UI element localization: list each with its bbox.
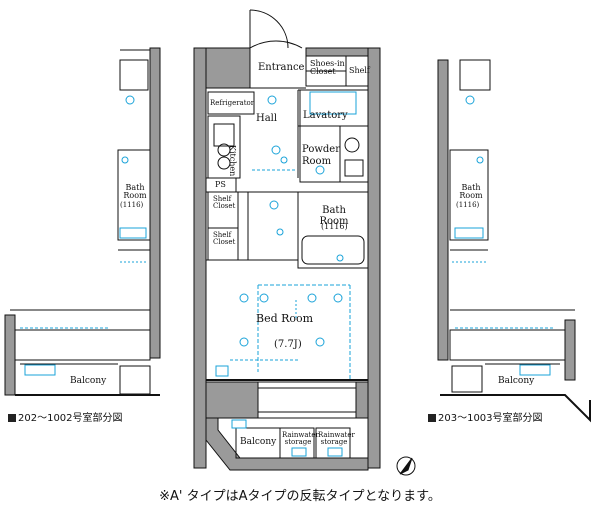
- left-partial-plan: [4, 47, 161, 396]
- shoes-in-closet-label: Shoes-in Closet: [310, 59, 345, 76]
- storage-label-1: Rainwater storage: [282, 431, 319, 446]
- right-bath-room-label: Bath Room: [459, 183, 483, 200]
- compass: [396, 456, 416, 476]
- main-plan-lines: [205, 9, 369, 459]
- balcony-label: Balcony: [240, 437, 277, 447]
- left-partial-caption: 202～1002号室部分図: [8, 409, 123, 424]
- storage-label-2: Rainwater storage: [318, 431, 355, 446]
- shelf-label: Shelf: [349, 66, 370, 75]
- lavatory-label: Lavatory: [303, 110, 348, 121]
- shelf-closet-label-upper: Shelf Closet: [213, 195, 236, 210]
- powder-room-label: Powder Room: [302, 144, 341, 167]
- left-balcony-label: Balcony: [70, 376, 107, 386]
- bed-size-label: (7.7J): [274, 339, 302, 350]
- right-bath-size-label: (1116): [456, 201, 480, 209]
- hall-label: Hall: [256, 113, 278, 124]
- main-electric-marks: [215, 91, 357, 457]
- main-plan-walls: [193, 47, 381, 471]
- left-electric-marks: [20, 95, 148, 376]
- bath-room-label: Bath Room: [319, 205, 349, 227]
- ps-label: PS: [215, 180, 226, 189]
- kitchen-label: Kitchen: [228, 145, 237, 177]
- left-bath-size-label: (1116): [120, 201, 144, 209]
- bed-room-label: Bed Room: [256, 312, 314, 325]
- entrance-label: Entrance: [258, 62, 305, 73]
- left-bath-room-label: Bath Room: [123, 183, 147, 200]
- shelf-closet-label-lower: Shelf Closet: [213, 231, 236, 246]
- type-note: ※A' タイプはAタイプの反転タイプとなります。: [159, 489, 441, 504]
- right-partial-plan: [437, 59, 591, 423]
- right-partial-caption: 203～1003号室部分図: [428, 409, 543, 424]
- bath-size-label: (1116): [321, 222, 348, 231]
- right-electric-marks: [452, 95, 555, 376]
- refrigerator-label: Refrigerator: [210, 99, 255, 107]
- right-balcony-label: Balcony: [498, 376, 535, 386]
